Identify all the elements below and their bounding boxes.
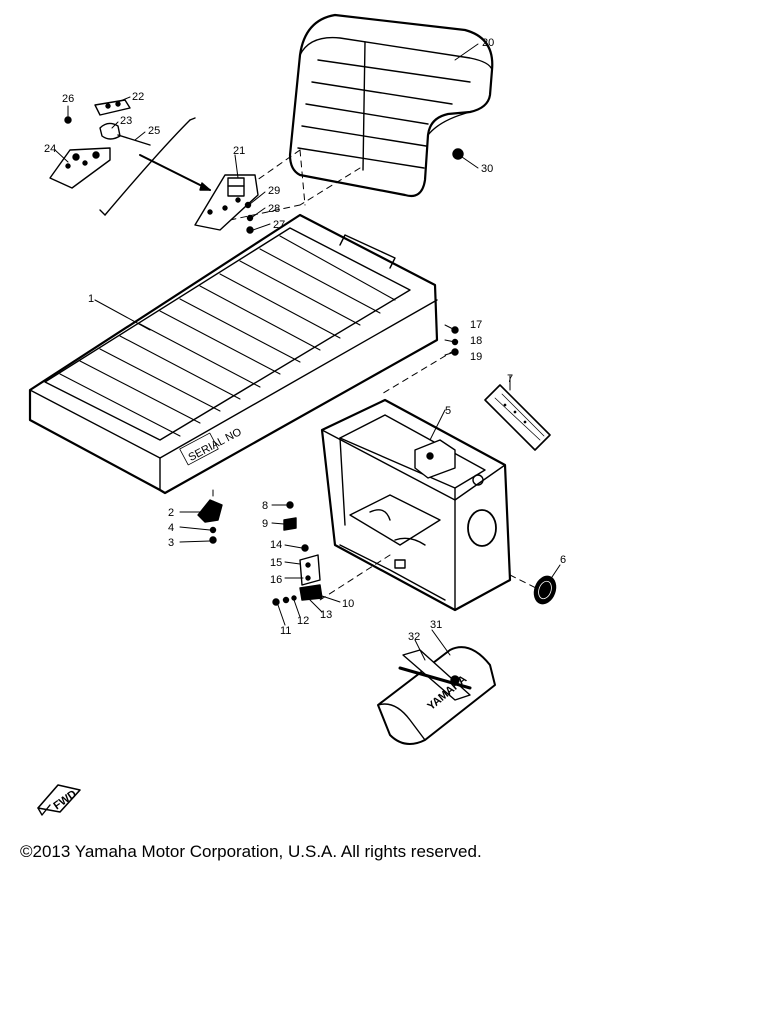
callout-29: 29 <box>268 185 280 197</box>
leader-lines <box>55 44 560 660</box>
callout-22: 22 <box>132 91 144 103</box>
guide-lines <box>213 150 540 600</box>
callout-3: 3 <box>168 537 174 549</box>
small-hardware <box>198 327 458 605</box>
callout-15: 15 <box>270 557 282 569</box>
callout-1: 1 <box>88 293 94 305</box>
callout-4: 4 <box>168 522 174 534</box>
callout-27: 27 <box>273 219 285 231</box>
callout-5: 5 <box>445 405 451 417</box>
callout-14: 14 <box>270 539 282 551</box>
decal-strip <box>485 385 550 450</box>
grommet <box>531 573 559 606</box>
copyright-notice: ©2013 Yamaha Motor Corporation, U.S.A. A… <box>20 842 482 861</box>
hinge-assembly <box>50 100 258 233</box>
battery-box <box>322 400 510 610</box>
callout-12: 12 <box>297 615 309 627</box>
callout-2: 2 <box>168 507 174 519</box>
callout-23: 23 <box>120 115 132 127</box>
callout-32: 32 <box>408 631 420 643</box>
callout-9: 9 <box>262 518 268 530</box>
serial-plate-text: SERIAL NO <box>187 426 244 464</box>
callout-18: 18 <box>470 335 482 347</box>
callout-21: 21 <box>233 145 245 157</box>
callout-25: 25 <box>148 125 160 137</box>
callout-7: 7 <box>507 373 513 385</box>
callout-19: 19 <box>470 351 482 363</box>
seat-base: SERIAL NO <box>30 215 437 493</box>
callout-24: 24 <box>44 143 56 155</box>
callout-31: 31 <box>430 619 442 631</box>
callout-10: 10 <box>342 598 354 610</box>
callout-13: 13 <box>320 609 332 621</box>
callout-16: 16 <box>270 574 282 586</box>
backrest-cushion <box>290 15 492 196</box>
callout-labels: 1 2 3 4 5 6 7 8 9 10 11 12 13 14 15 16 1… <box>44 37 566 643</box>
front-arrow-icon: FWD <box>38 785 80 815</box>
callout-8: 8 <box>262 500 268 512</box>
callout-20: 20 <box>482 37 494 49</box>
callout-28: 28 <box>268 203 280 215</box>
callout-17: 17 <box>470 319 482 331</box>
callout-11: 11 <box>280 625 291 637</box>
callout-26: 26 <box>62 93 74 105</box>
tool-bag: YAMAHA <box>378 647 495 744</box>
callout-6: 6 <box>560 554 566 566</box>
callout-30: 30 <box>481 163 493 175</box>
